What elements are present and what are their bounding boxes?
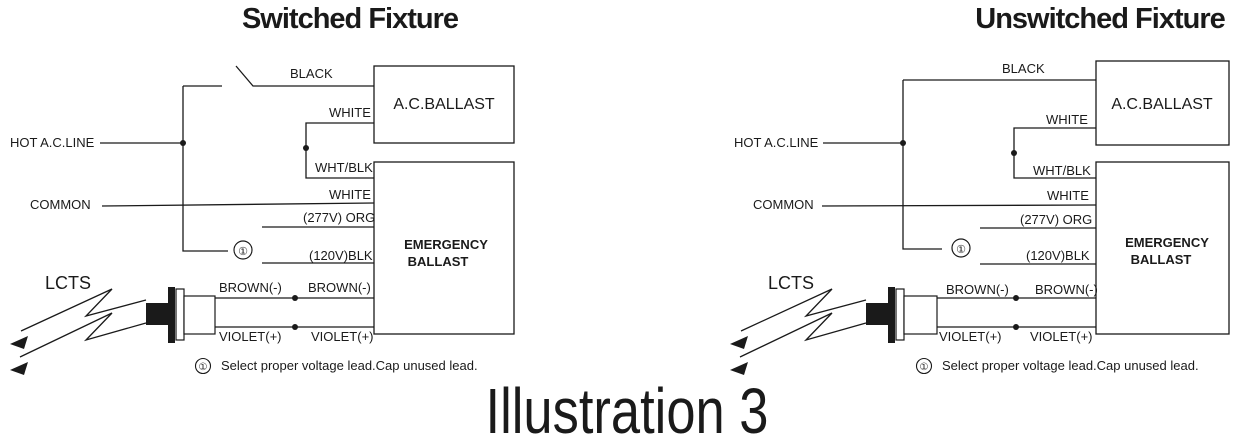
- unswitched-emergency-ballast-box: [1095, 161, 1230, 335]
- unswitched-marker-circle: [951, 238, 971, 258]
- unswitched-white-top-label: WHITE: [1046, 112, 1088, 127]
- unswitched-common-label: COMMON: [753, 197, 814, 212]
- switched-120v-label: (120V)BLK: [309, 248, 373, 263]
- switched-emergency-ballast-box: [373, 161, 515, 335]
- switched-white-wiring: [303, 122, 374, 179]
- switched-violet-left-label: VIOLET(+): [219, 329, 282, 344]
- switched-black-label: BLACK: [290, 66, 333, 81]
- unswitched-120v-label: (120V)BLK: [1026, 248, 1090, 263]
- switched-fixture: Switched Fixture A.C.BALLAST EMERGENCY B…: [10, 3, 515, 375]
- switched-hot-line-wiring: [100, 65, 374, 252]
- switched-emergency-label-2: BALLAST: [408, 254, 469, 269]
- unswitched-hot-line-label: HOT A.C.LINE: [734, 135, 819, 150]
- switched-common-wire: [101, 202, 375, 207]
- unswitched-hot-line-wiring: [823, 79, 1096, 250]
- switched-switch-lever: [235, 65, 374, 87]
- switched-white-top-label: WHITE: [329, 105, 371, 120]
- unswitched-ac-ballast-box: [1095, 60, 1230, 146]
- unswitched-277v-label: (277V) ORG: [1020, 212, 1092, 227]
- unswitched-brown-right-label: BROWN(-): [1035, 282, 1098, 297]
- unswitched-black-label: BLACK: [1002, 61, 1045, 76]
- unswitched-brown-left-label: BROWN(-): [946, 282, 1009, 297]
- switched-marker-circle: [233, 240, 253, 260]
- switched-note: Select proper voltage lead.Cap unused le…: [221, 358, 478, 373]
- switched-marker-label: ①: [238, 246, 248, 258]
- switched-brown-left-label: BROWN(-): [219, 280, 282, 295]
- switched-277v-label: (277V) ORG: [303, 210, 375, 225]
- switched-title: Switched Fixture: [242, 3, 459, 35]
- switched-hot-line-label: HOT A.C.LINE: [10, 135, 95, 150]
- illustration-caption: Illustration 3: [486, 376, 769, 443]
- switched-lcts-sensor: [10, 287, 216, 375]
- switched-violet-right-label: VIOLET(+): [311, 329, 374, 344]
- unswitched-lcts-label: LCTS: [768, 273, 814, 293]
- unswitched-violet-right-label: VIOLET(+): [1030, 329, 1093, 344]
- unswitched-fixture: Unswitched Fixture A.C.BALLAST EMERGENCY…: [730, 3, 1230, 375]
- unswitched-marker-label: ①: [956, 244, 966, 256]
- unswitched-emergency-label-2: BALLAST: [1131, 252, 1192, 267]
- switched-common-label: COMMON: [30, 197, 91, 212]
- unswitched-ac-ballast-label: A.C.BALLAST: [1111, 96, 1213, 113]
- switched-white-common-label: WHITE: [329, 187, 371, 202]
- unswitched-note: Select proper voltage lead.Cap unused le…: [942, 358, 1199, 373]
- unswitched-common-wire: [821, 204, 1097, 207]
- switched-ac-ballast-box: [373, 65, 515, 144]
- unswitched-title: Unswitched Fixture: [975, 3, 1225, 35]
- unswitched-white-wiring: [1011, 127, 1096, 179]
- switched-brown-right-label: BROWN(-): [308, 280, 371, 295]
- switched-hot-junction-dot: [180, 140, 186, 146]
- switched-ac-ballast-label: A.C.BALLAST: [393, 96, 495, 113]
- switched-lcts-label: LCTS: [45, 273, 91, 293]
- unswitched-lcts-sensor: [730, 287, 938, 375]
- switched-emergency-label-1: EMERGENCY: [404, 237, 488, 252]
- unswitched-white-common-label: WHITE: [1047, 188, 1089, 203]
- unswitched-wht-blk-label: WHT/BLK: [1033, 163, 1091, 178]
- switched-note-marker: ①: [199, 362, 208, 373]
- unswitched-note-marker: ①: [920, 362, 929, 373]
- unswitched-violet-left-label: VIOLET(+): [939, 329, 1002, 344]
- switched-wht-blk-label: WHT/BLK: [315, 160, 373, 175]
- unswitched-emergency-label-1: EMERGENCY: [1125, 235, 1209, 250]
